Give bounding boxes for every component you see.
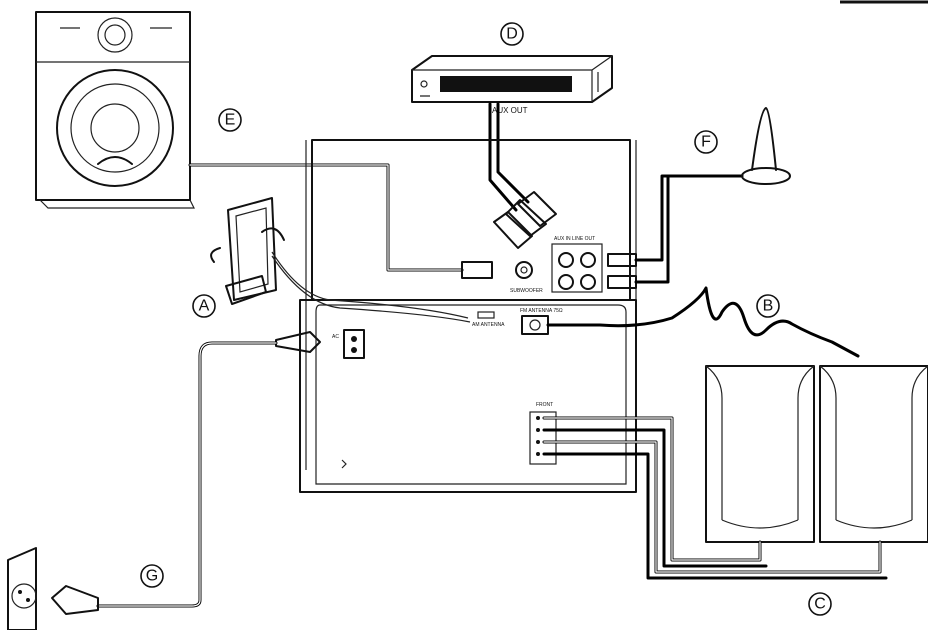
- subwoofer-rca-plug: [461, 261, 493, 279]
- power-cord: [51, 331, 321, 615]
- subwoofer: [35, 11, 195, 209]
- svg-text:G: G: [146, 568, 158, 585]
- svg-text:B: B: [763, 298, 774, 315]
- svg-text:FM ANTENNA 75Ω: FM ANTENNA 75Ω: [520, 308, 563, 314]
- front-speaker-right: [819, 365, 928, 543]
- callout-f: F: [694, 130, 718, 154]
- fm-antenna: [741, 107, 791, 185]
- svg-text:AUX IN LINE OUT: AUX IN LINE OUT: [554, 236, 595, 242]
- svg-text:C: C: [814, 596, 826, 613]
- svg-text:F: F: [701, 134, 711, 151]
- aux-out-label: AUX OUT: [492, 106, 528, 115]
- svg-text:D: D: [506, 26, 518, 43]
- speaker-cables: [542, 416, 888, 580]
- am-loop-antenna: [210, 197, 471, 323]
- aux-rca-plugs: [493, 191, 557, 249]
- front-speaker-left: [705, 365, 815, 543]
- aux-cable: [488, 102, 530, 212]
- svg-text:A: A: [199, 298, 210, 315]
- svg-text:E: E: [225, 112, 236, 129]
- svg-text:FRONT: FRONT: [536, 402, 553, 408]
- svg-text:SUBWOOFER: SUBWOOFER: [510, 288, 543, 294]
- svg-text:AC: AC: [332, 334, 339, 340]
- main-unit: SUBWOOFER AUX IN LINE OUT AM ANTENNA FM …: [299, 139, 637, 493]
- callout-b: B: [756, 294, 780, 318]
- callout-e: E: [218, 108, 242, 132]
- callout-c: C: [808, 592, 832, 616]
- callout-d: D: [500, 22, 524, 46]
- svg-text:AM ANTENNA: AM ANTENNA: [472, 322, 505, 328]
- callout-g: G: [140, 564, 164, 588]
- fm-wire-antenna: [546, 286, 860, 358]
- callout-a: A: [192, 294, 216, 318]
- line-out-cable: [634, 174, 744, 284]
- wall-outlet: [7, 547, 37, 630]
- line-out-plugs: [607, 253, 637, 289]
- aux-device: [411, 55, 613, 103]
